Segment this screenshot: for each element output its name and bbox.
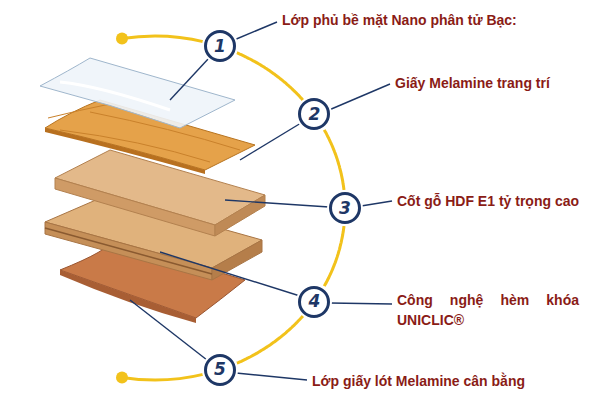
layer-label: Giấy Melamine trang trí <box>395 73 550 93</box>
layer-label: Công nghệ hèm khóa UNICLIC® <box>397 290 579 330</box>
callout-number: 1 <box>214 38 226 55</box>
callout-number: 3 <box>339 200 351 217</box>
arc-connector <box>237 53 304 101</box>
callout-circle: 3 <box>329 192 361 224</box>
layer-label: Lớp phủ bề mặt Nano phân tử Bạc: <box>282 10 517 30</box>
callout-number: 4 <box>308 293 320 310</box>
layer-label: Cốt gỗ HDF E1 tỷ trọng cao <box>397 191 579 211</box>
callout-number: 5 <box>214 361 226 378</box>
callout-circle: 5 <box>204 354 236 386</box>
layer-label: Lớp giấy lót Melamine cân bằng <box>312 371 525 391</box>
callout-number: 2 <box>308 106 320 123</box>
callout-circle: 1 <box>204 30 236 62</box>
callout-circle: 4 <box>298 286 330 318</box>
arc-connector <box>237 315 304 363</box>
arc-connector <box>324 130 344 190</box>
callout-circle: 2 <box>298 98 330 130</box>
arc-connector <box>324 226 344 286</box>
